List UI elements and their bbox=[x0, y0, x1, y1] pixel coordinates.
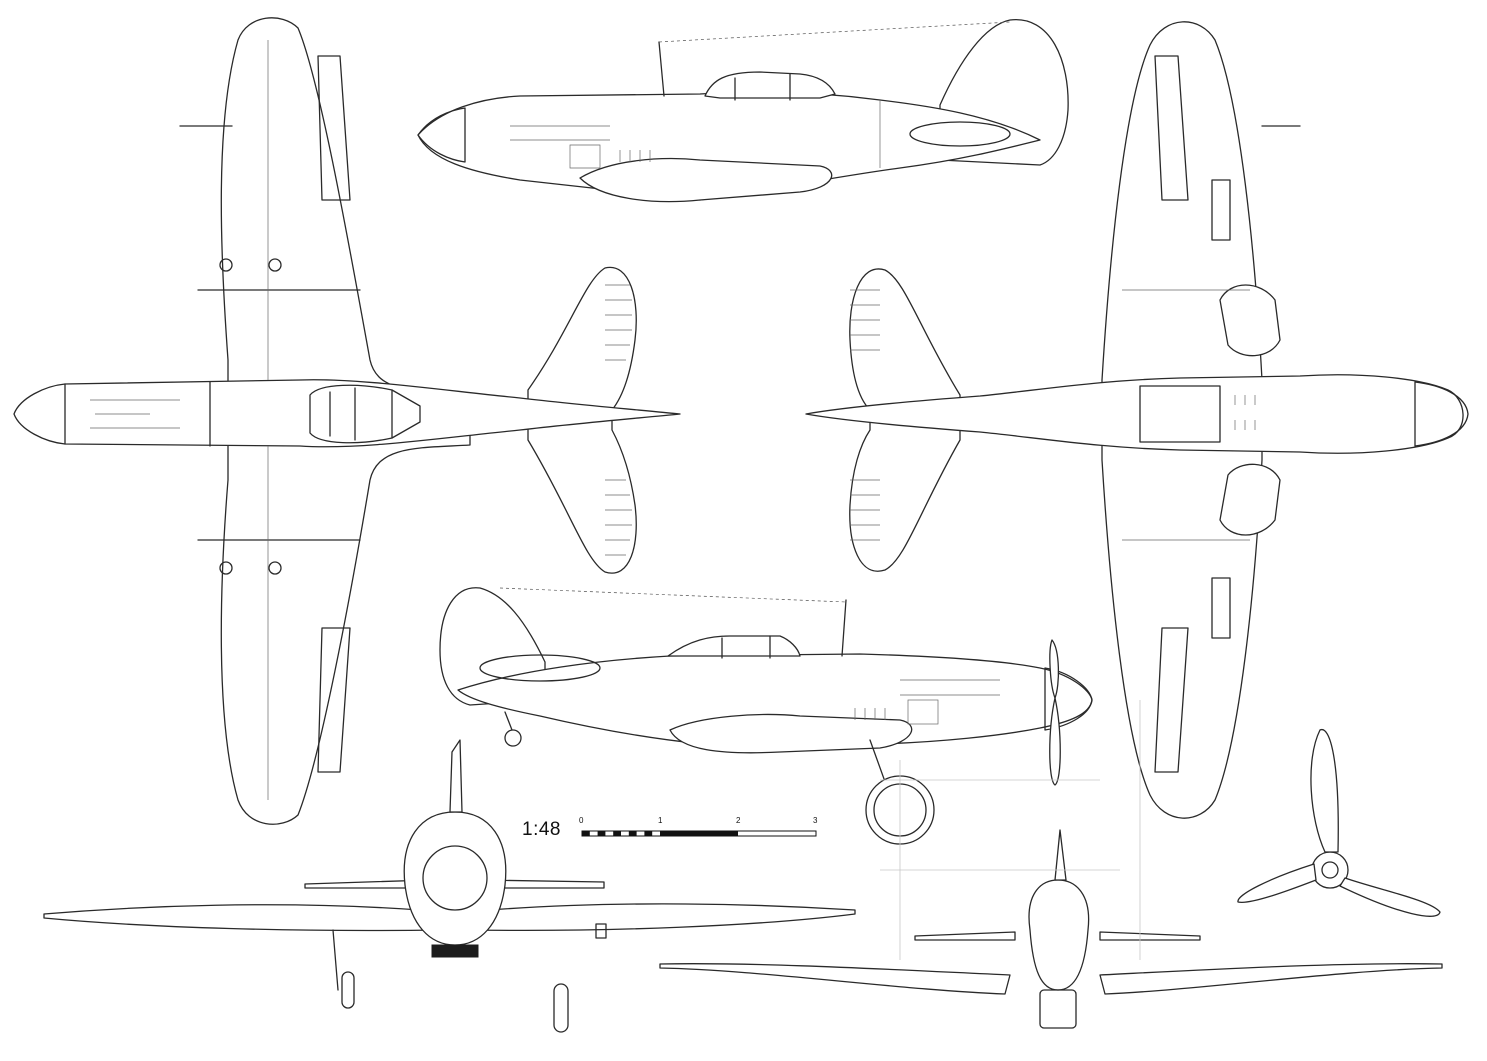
front-view-left bbox=[43, 739, 856, 1033]
scale-bar bbox=[581, 830, 817, 837]
bottom-view bbox=[805, 21, 1469, 819]
top-view bbox=[13, 17, 681, 825]
scale-tick-1: 1 bbox=[658, 816, 663, 825]
scale-tick-0: 0 bbox=[579, 816, 584, 825]
scale-tick-3: 3 bbox=[813, 816, 818, 825]
side-view-top bbox=[417, 19, 1069, 203]
scale-tick-2: 2 bbox=[736, 816, 741, 825]
propeller-front bbox=[1237, 728, 1441, 917]
front-view-right bbox=[659, 700, 1443, 1029]
side-view-bottom bbox=[439, 587, 1093, 845]
scale-ratio-label: 1:48 bbox=[522, 819, 561, 840]
